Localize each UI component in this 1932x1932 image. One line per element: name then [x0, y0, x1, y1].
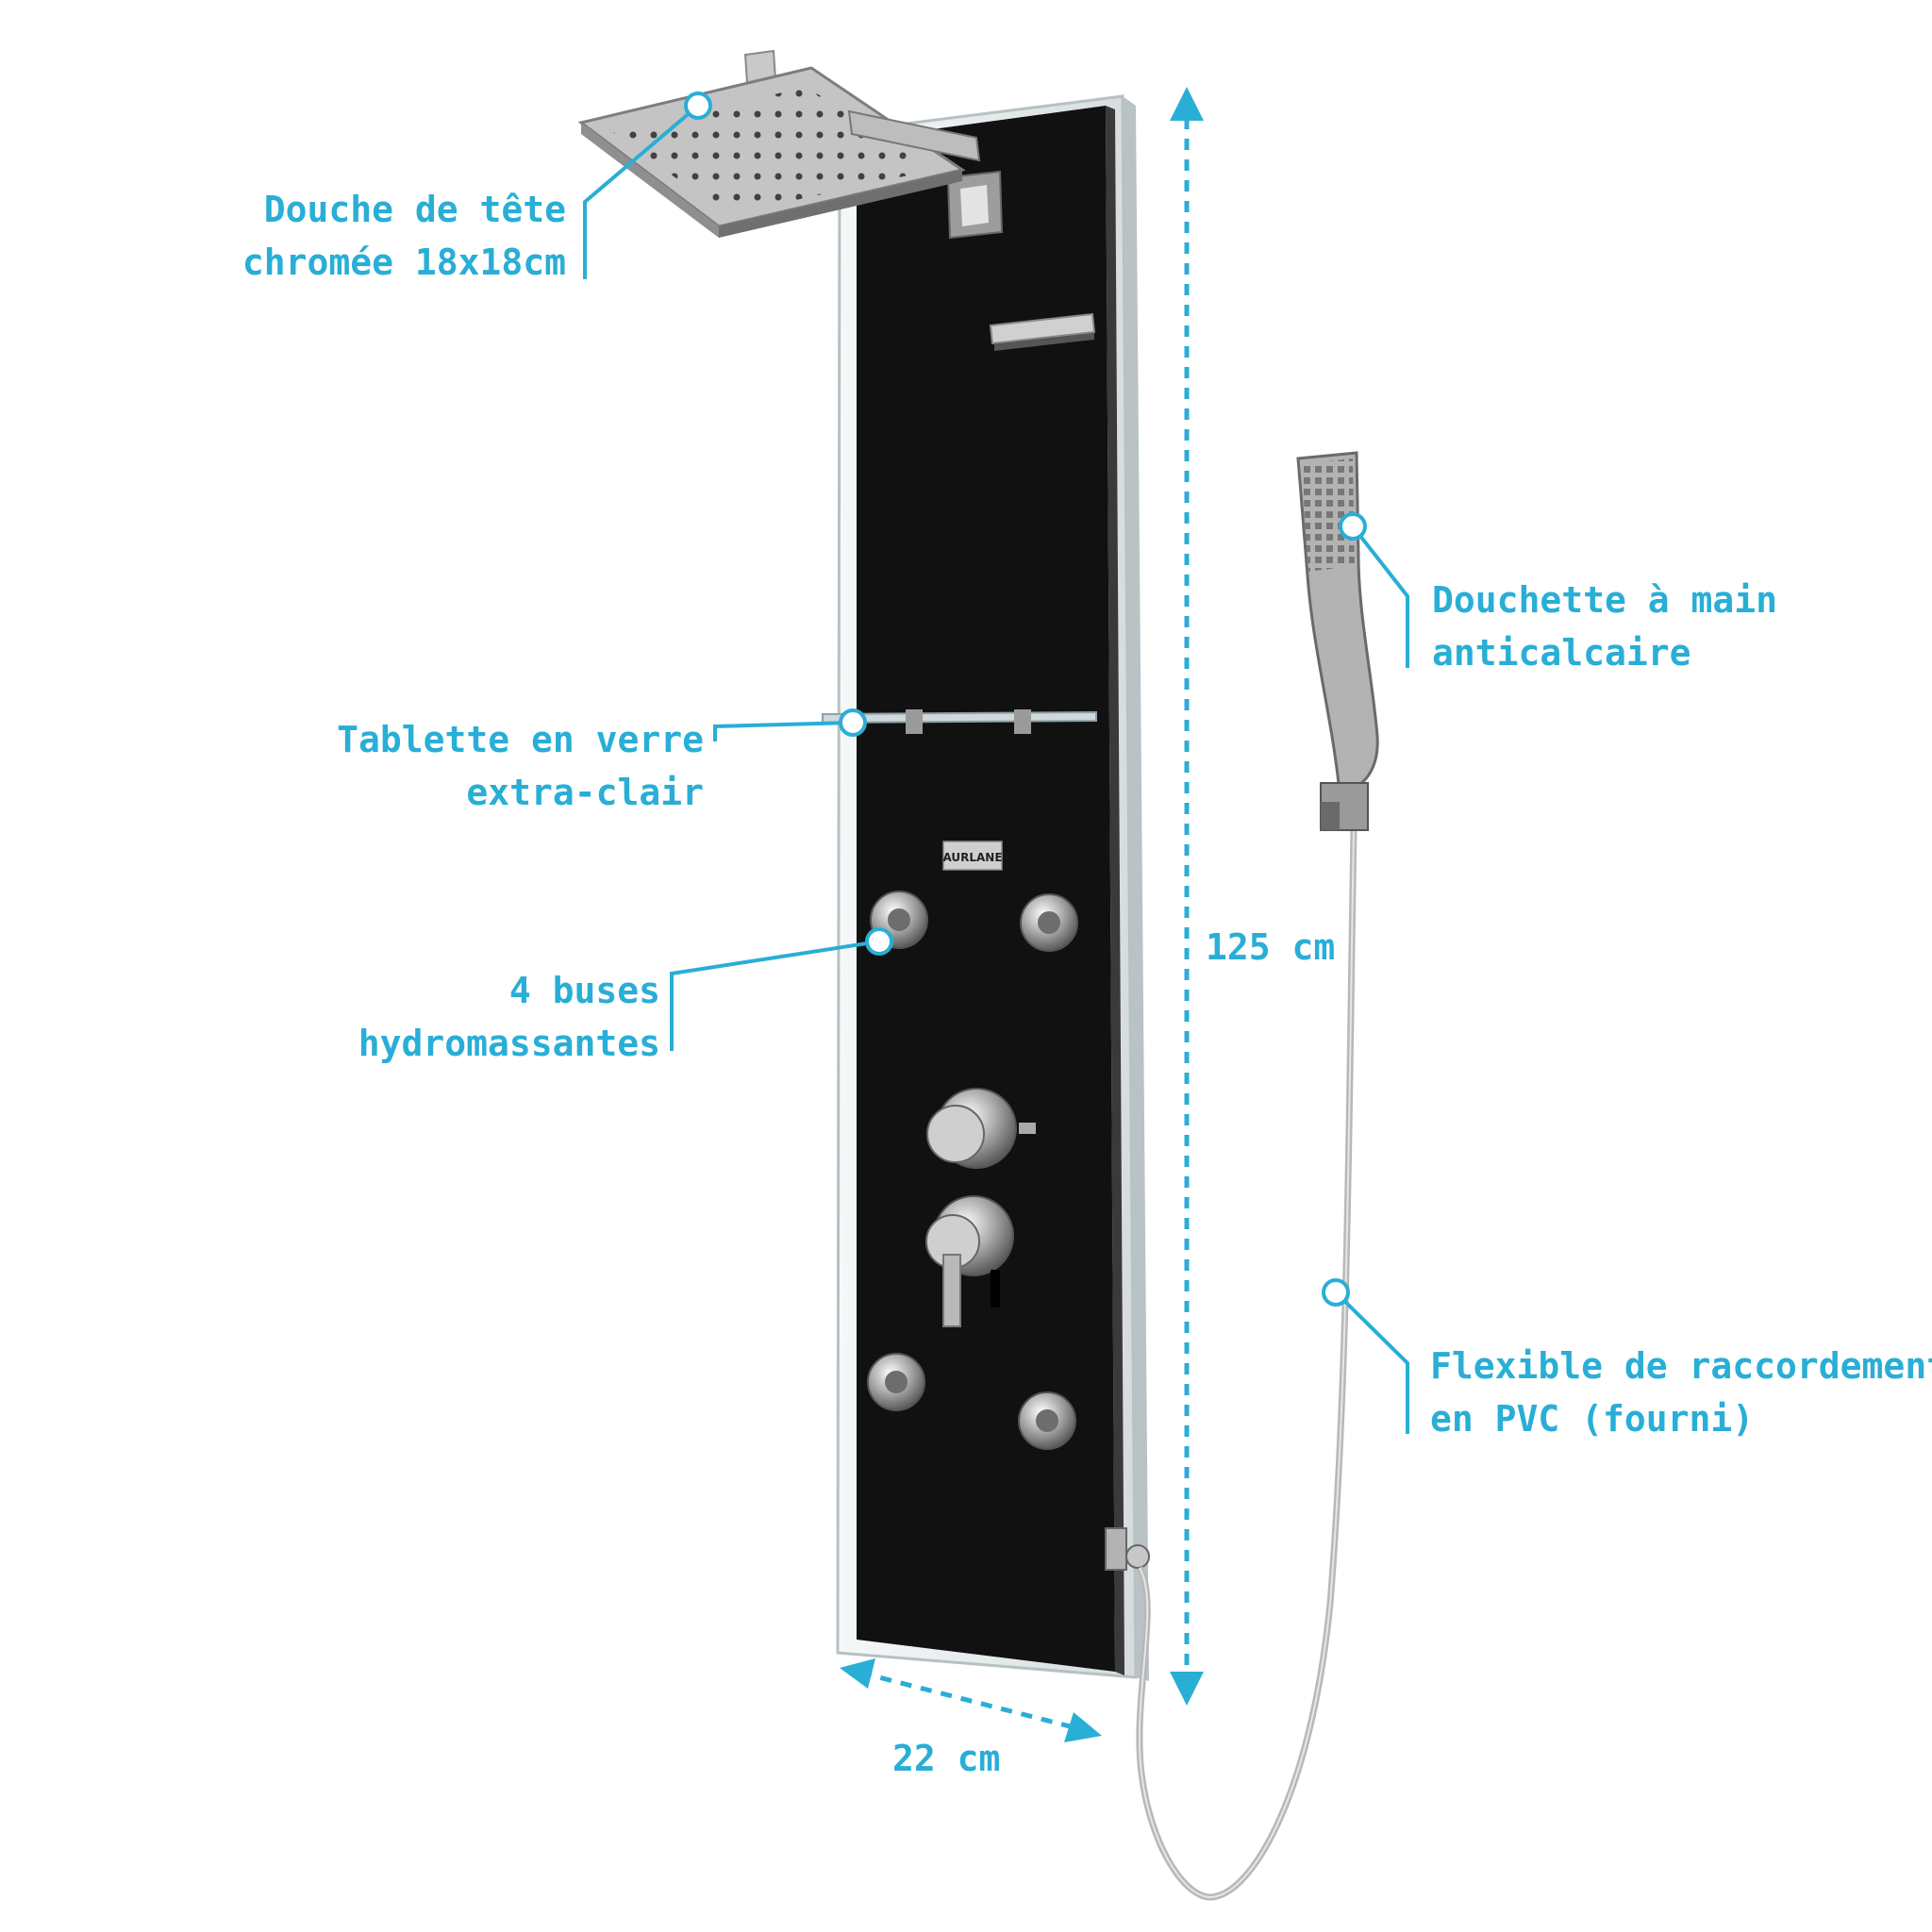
callout-leaders — [583, 104, 1409, 1434]
head-shower — [577, 66, 981, 238]
logo-text: AURLANE — [942, 851, 1002, 864]
callout-shelf: Tablette en verre extra-clair — [337, 719, 704, 813]
callout-hose: Flexible de raccordement en PVC (fourni) — [1430, 1345, 1932, 1440]
jet-bottom-left — [867, 1353, 925, 1411]
rain-bar — [989, 312, 1096, 351]
dot-hose — [1322, 1278, 1350, 1307]
height-label: 125 cm — [1206, 926, 1336, 968]
leader-hand-shower — [1351, 525, 1409, 668]
dot-jets — [865, 927, 893, 956]
dot-hand-shower — [1339, 512, 1367, 541]
callout-hand-shower: Douchette à main anticalcaire — [1432, 579, 1778, 674]
mixer-lever — [925, 1195, 1014, 1327]
diverter-knob — [926, 1088, 1036, 1169]
callout-dots — [684, 92, 1367, 1307]
width-dimension-arrow — [840, 1658, 1102, 1742]
shower-arm — [743, 49, 1004, 240]
leader-jets — [670, 940, 880, 1051]
callout-jets: 4 buses hydromassantes — [358, 970, 660, 1064]
dot-head-shower — [684, 92, 712, 120]
glass-shelf — [822, 709, 1097, 734]
height-dimension-arrow — [1170, 87, 1204, 1706]
hose-outlet — [1105, 1527, 1150, 1571]
leader-shelf — [713, 721, 854, 741]
logo-plate: AURLANE — [942, 841, 1003, 871]
black-panel — [857, 106, 1124, 1675]
leader-hose — [1334, 1291, 1409, 1434]
leader-head-shower — [583, 104, 700, 279]
callout-head-shower: Douche de tête chromée 18x18cm — [242, 189, 566, 283]
jet-top-right — [1020, 893, 1078, 952]
connection-hose — [1136, 829, 1357, 1901]
dot-shelf — [839, 708, 867, 737]
hand-shower — [1296, 451, 1379, 831]
width-label: 22 cm — [892, 1738, 1001, 1779]
jet-bottom-right — [1018, 1391, 1076, 1450]
